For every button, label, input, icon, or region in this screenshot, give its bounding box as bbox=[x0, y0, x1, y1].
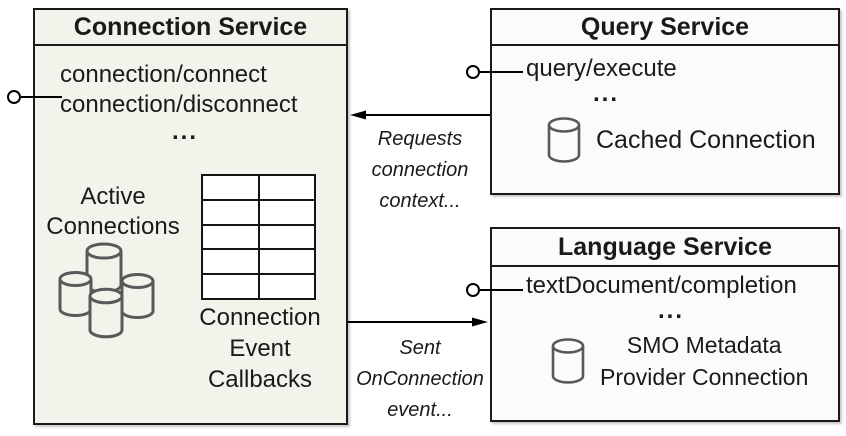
table-cell bbox=[259, 225, 314, 249]
database-cluster-icon bbox=[58, 242, 155, 339]
query-ellipsis: ... bbox=[592, 80, 619, 107]
method-query-execute: query/execute bbox=[526, 55, 677, 82]
connection-event-callbacks-label: Connection Event Callbacks bbox=[199, 304, 321, 393]
database-cylinder-icon bbox=[551, 338, 585, 384]
method-connection-disconnect: connection/disconnect bbox=[60, 91, 298, 118]
connection-service-methods: connection/connect connection/disconnect… bbox=[60, 60, 310, 144]
cached-connection-label: Cached Connection bbox=[596, 125, 816, 154]
active-connections-label: Active Connections bbox=[46, 183, 180, 240]
language-service-title: Language Service bbox=[492, 229, 838, 267]
table-cell bbox=[203, 250, 258, 274]
method-connection-connect: connection/connect bbox=[60, 61, 267, 88]
table-cell bbox=[203, 176, 258, 199]
method-textdocument-completion: textDocument/completion bbox=[526, 272, 797, 299]
language-service-box: Language Service textDocument/completion… bbox=[490, 227, 840, 422]
language-ellipsis: ... bbox=[657, 297, 684, 324]
table-cell bbox=[203, 200, 258, 224]
arrow-query-to-connection bbox=[350, 110, 490, 120]
methods-ellipsis: ... bbox=[171, 118, 198, 145]
requests-connection-context-label: Requests connection context... bbox=[371, 128, 469, 212]
connection-service-title: Connection Service bbox=[35, 10, 346, 46]
table-cell bbox=[203, 275, 258, 298]
smo-provider-item: SMO Metadata Provider Connection bbox=[550, 329, 808, 393]
sent-onconnection-event-label: Sent OnConnection event... bbox=[356, 337, 484, 421]
table-cell bbox=[259, 176, 314, 199]
callback-table bbox=[201, 174, 316, 300]
query-service-box: Query Service query/execute ... Cached C… bbox=[490, 8, 840, 195]
table-cell bbox=[259, 250, 314, 274]
smo-provider-label: SMO Metadata Provider Connection bbox=[600, 332, 809, 390]
connection-service-box: Connection Service connection/connect co… bbox=[33, 8, 348, 425]
query-service-title: Query Service bbox=[492, 10, 838, 46]
cached-connection-item: Cached Connection bbox=[546, 116, 816, 164]
table-cell bbox=[203, 225, 258, 249]
table-cell bbox=[259, 200, 314, 224]
table-cell bbox=[259, 275, 314, 298]
database-cylinder-icon bbox=[547, 117, 581, 163]
